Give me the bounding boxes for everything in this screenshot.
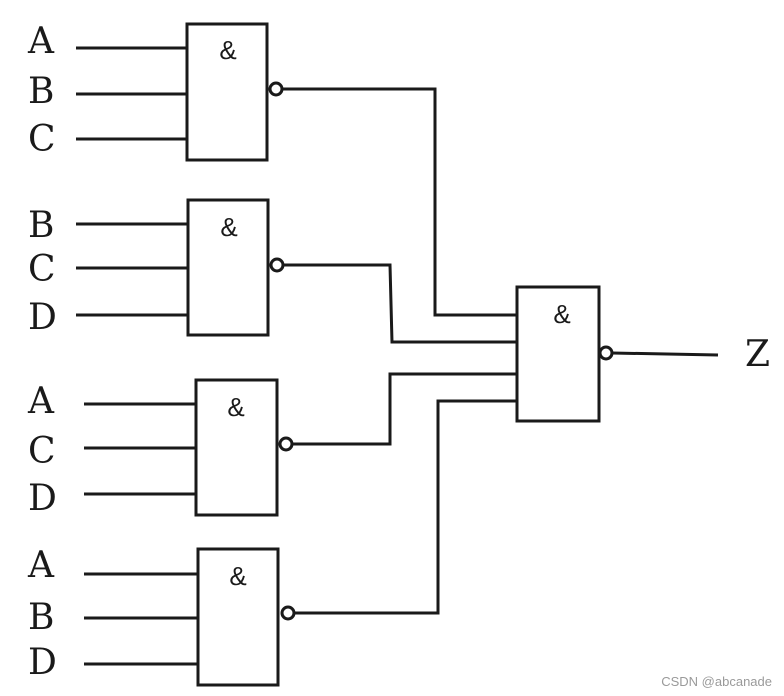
gate4-input-label-2: B: [28, 597, 54, 638]
gate1-inversion-bubble: [268, 81, 284, 97]
nand-gate-4: A B D &: [27, 545, 296, 687]
gate4-body: [196, 547, 280, 687]
output-gate-and-symbol: &: [553, 299, 570, 329]
watermark-text: CSDN @abcanade: [661, 674, 772, 689]
gate1-input-label-2: B: [28, 71, 54, 112]
gate2-inversion-bubble: [269, 257, 285, 273]
gate3-input-label-2: C: [28, 431, 56, 472]
gate1-input-label-1: A: [27, 21, 55, 62]
gate3-input-label-3: D: [28, 478, 57, 519]
gate3-input-label-1: A: [27, 381, 55, 422]
output-gate-body: [515, 285, 601, 423]
output-wire: [611, 351, 719, 357]
gate4-inversion-bubble: [280, 605, 296, 621]
output-gate-inversion-bubble: [598, 345, 614, 361]
gate2-and-symbol: &: [220, 212, 237, 242]
nand-gate-3: A C D &: [27, 378, 294, 519]
gate4-input-label-1: A: [27, 545, 55, 586]
wire-gate3-to-output: [292, 372, 517, 446]
wire-gate1-to-output: [282, 87, 517, 317]
gate2-input-label-3: D: [28, 297, 57, 338]
nand-gate-2: B C D &: [28, 198, 285, 338]
gate1-and-symbol: &: [219, 35, 236, 65]
gate2-body: [186, 198, 270, 337]
gate3-and-symbol: &: [227, 392, 244, 422]
gate2-input-label-1: B: [28, 205, 54, 246]
output-nand-gate: & Z: [515, 285, 770, 423]
gate3-body: [194, 378, 279, 517]
gate1-body: [185, 22, 269, 162]
wire-gate4-to-output: [294, 399, 517, 615]
gate1-input-label-3: C: [28, 119, 56, 160]
wire-gate2-to-output: [283, 263, 517, 344]
gate3-inversion-bubble: [278, 436, 294, 452]
nand-gate-1: A B C &: [27, 21, 284, 162]
output-label-z: Z: [745, 334, 770, 375]
gate4-and-symbol: &: [229, 561, 246, 591]
gate4-input-label-3: D: [28, 642, 57, 683]
gate2-input-label-2: C: [28, 249, 56, 290]
